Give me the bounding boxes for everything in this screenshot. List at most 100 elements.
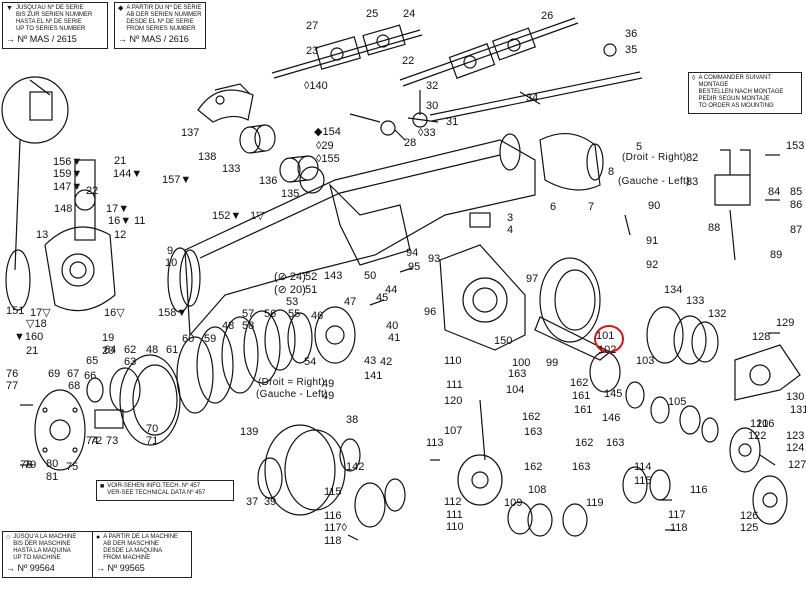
legend-line: JUSQU'AU Nº DE SERIE bbox=[15, 5, 84, 11]
bracket-128 bbox=[734, 344, 801, 401]
part-label-33: ◊33 bbox=[418, 127, 436, 139]
legend-line: A COMMANDER SUIVANT MONTAGE bbox=[698, 75, 771, 88]
legend-code: → Nº MAS / 2616 bbox=[118, 34, 189, 44]
part-label-152: 152▼ bbox=[212, 210, 242, 222]
legend-line: FROM SERIES NUMBER bbox=[126, 26, 196, 32]
legend-code: → Nº 99565 bbox=[96, 563, 145, 573]
part-label-43: 43 bbox=[364, 355, 377, 367]
legend-line: BESTELLEN NACH MONTAGE bbox=[698, 89, 784, 95]
legend-line: HASTA LA MAQUINA bbox=[13, 548, 71, 554]
part-label-44: 44 bbox=[385, 284, 398, 296]
part-label-9: 9 bbox=[167, 245, 174, 257]
brake-disc-stack bbox=[176, 306, 356, 414]
part-label-1: 1▽ bbox=[250, 210, 265, 222]
part-label-142: 142 bbox=[346, 461, 365, 473]
bracket-137 bbox=[197, 83, 254, 123]
part-label-96: 96 bbox=[424, 306, 437, 318]
part-label-46: 46 bbox=[311, 310, 324, 322]
part-label-155: ◊155 bbox=[316, 153, 340, 165]
part-label-34: 34 bbox=[526, 92, 539, 104]
part-label-112: 112 bbox=[444, 496, 462, 508]
part-label-105: 105 bbox=[668, 396, 687, 408]
part-label-73: 73 bbox=[106, 435, 119, 447]
part-label-68: 68 bbox=[68, 380, 81, 392]
part-label-76: 76 bbox=[6, 368, 19, 380]
knuckle-13 bbox=[5, 226, 116, 312]
part-label-8: 8 bbox=[608, 166, 615, 178]
diff-housing-96 bbox=[439, 244, 526, 351]
part-label-115: 115 bbox=[634, 475, 652, 487]
part-label-136: 136 bbox=[259, 175, 278, 187]
part-label-24: 24 bbox=[403, 8, 416, 20]
legend-line: FROM MACHINE bbox=[103, 555, 151, 561]
part-label-154: ◆154 bbox=[314, 126, 341, 138]
part-label-22: 22 bbox=[402, 55, 415, 67]
part-label-118b: 118 bbox=[324, 535, 342, 547]
part-label-146: 146 bbox=[602, 412, 621, 424]
part-label-75: 75 bbox=[66, 461, 79, 473]
legend-line: A PARTIR DE LA MACHINE bbox=[103, 534, 179, 540]
part-label-126: 126 bbox=[740, 510, 759, 522]
part-label-156: 156▼ bbox=[53, 156, 83, 168]
part-label-12: 12 bbox=[114, 229, 127, 241]
legend-order-as-mounting: ◊ A COMMANDER SUIVANT MONTAGE BESTELLEN … bbox=[688, 72, 802, 114]
part-label-120: 120 bbox=[444, 395, 463, 407]
part-label-78: 78 bbox=[20, 459, 33, 471]
part-label-104: 104 bbox=[506, 384, 525, 396]
part-label-92: 92 bbox=[646, 259, 659, 271]
part-label-24b: (⊘ 24) bbox=[274, 271, 306, 283]
part-label-70: 70 bbox=[146, 423, 159, 435]
part-label-145a: 145 bbox=[604, 388, 623, 400]
part-label-162c: 162 bbox=[575, 437, 594, 449]
part-label-21a: 21 bbox=[114, 155, 127, 167]
part-label-106: 106 bbox=[756, 418, 775, 430]
part-label-6: 6 bbox=[550, 201, 557, 213]
part-label-114: 114 bbox=[634, 461, 652, 473]
legend-serial-until: ▼ JUSQU'AU Nº DE SERIE BIS ZUR SERIEN NU… bbox=[2, 2, 108, 49]
part-label-38: 38 bbox=[346, 414, 359, 426]
flange-121 bbox=[729, 427, 761, 473]
part-label-162d: 162 bbox=[524, 461, 543, 473]
planetary-carrier bbox=[86, 354, 181, 446]
part-label-29: ◊29 bbox=[316, 140, 334, 152]
part-label-64: 64 bbox=[104, 344, 117, 356]
part-label-89: 89 bbox=[770, 249, 783, 261]
part-label-65: 65 bbox=[86, 355, 99, 367]
legend-line: DESDE LA MAQUINA bbox=[103, 548, 163, 554]
part-label-115b: 115 bbox=[324, 486, 342, 498]
ring-gear-97 bbox=[539, 257, 601, 343]
part-label-162b: 162 bbox=[522, 411, 541, 423]
hub-5 bbox=[539, 133, 604, 191]
part-label-162a: 162 bbox=[570, 377, 589, 389]
part-label-109: 109 bbox=[504, 497, 523, 509]
part-label-16a: 16▼ bbox=[108, 215, 132, 227]
part-label-119: 119 bbox=[586, 497, 604, 509]
part-label-88: 88 bbox=[708, 222, 721, 234]
part-label-7: 7 bbox=[588, 201, 595, 213]
part-label-30: 30 bbox=[426, 100, 439, 112]
legend-line: HASTA EL Nº DE SERIE bbox=[15, 19, 82, 25]
part-label-161b: 161 bbox=[574, 404, 593, 416]
part-label-5: 5 bbox=[636, 141, 643, 153]
part-label-61: 61 bbox=[166, 344, 179, 356]
part-label-74: 74 bbox=[86, 435, 99, 447]
part-label-69: 69 bbox=[48, 368, 61, 380]
direction-right-top: (Droit - Right) bbox=[622, 152, 687, 163]
part-label-48: 48 bbox=[222, 320, 235, 332]
part-label-16b: 16▽ bbox=[104, 307, 125, 319]
part-label-13: 13 bbox=[36, 229, 49, 241]
legend-mark: ◆ bbox=[118, 5, 124, 12]
part-label-42: 42 bbox=[380, 356, 393, 368]
part-label-87: 87 bbox=[790, 224, 803, 236]
part-label-133b: 133 bbox=[686, 295, 705, 307]
part-label-51: 51 bbox=[305, 284, 318, 296]
part-label-125: 125 bbox=[740, 522, 759, 534]
part-label-141: 141 bbox=[364, 370, 383, 382]
part-label-47: 47 bbox=[344, 296, 357, 308]
legend-line: BIS DER MASCHINE bbox=[13, 541, 71, 547]
part-label-32: 32 bbox=[426, 80, 439, 92]
part-label-3: 3 bbox=[507, 212, 514, 224]
legend-mark: ○ bbox=[6, 534, 11, 541]
part-label-143: 143 bbox=[324, 270, 343, 282]
part-label-102: 102 bbox=[598, 344, 617, 356]
